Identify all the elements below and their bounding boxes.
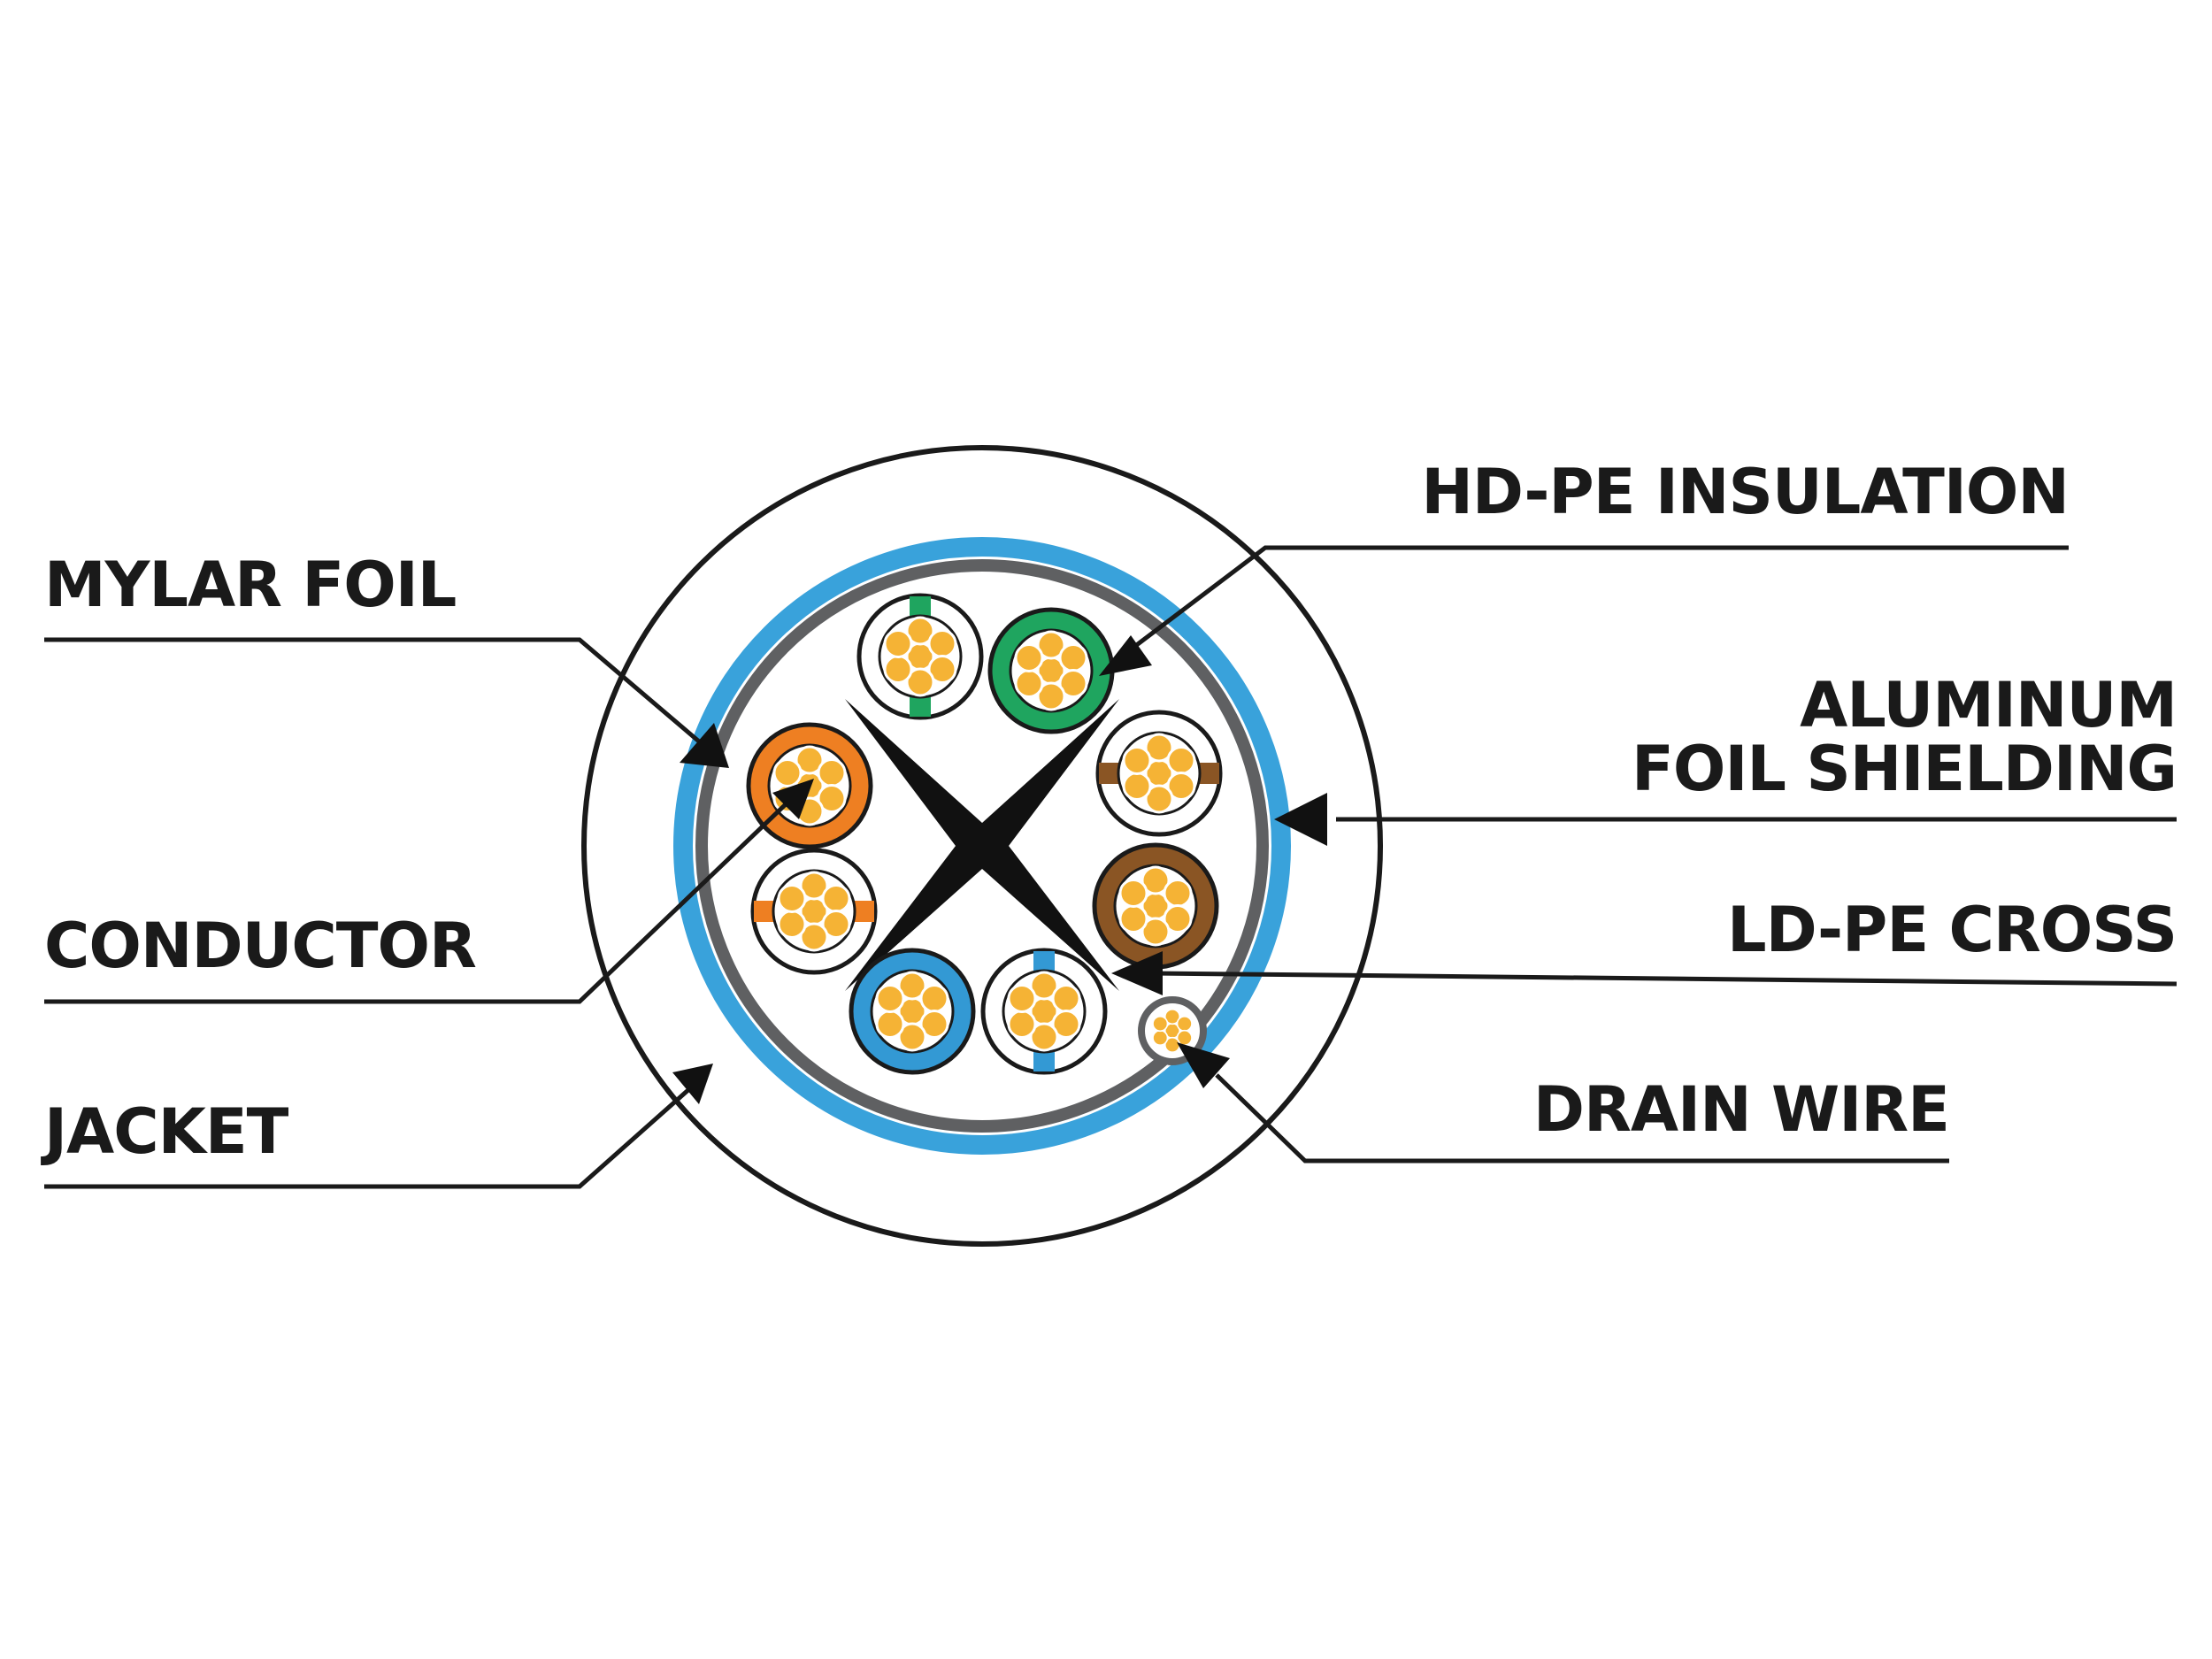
drain-wire-arrowhead <box>1177 1042 1230 1088</box>
white-orange-wire <box>750 848 878 975</box>
aluminum-foil-label-line2: FOIL SHIELDING <box>1632 733 2177 805</box>
brown-wire <box>1092 842 1219 970</box>
ldpe-cross <box>845 699 1119 991</box>
white-green-wire <box>856 593 984 720</box>
green-wire <box>987 607 1115 734</box>
blue-wire <box>849 948 976 1075</box>
conductor-label: CONDUCTOR <box>44 910 477 982</box>
ldpe-cross-label: LD-PE CROSS <box>1726 894 2177 966</box>
drain-wire-label: DRAIN WIRE <box>1532 1073 1950 1146</box>
white-blue-wire <box>980 948 1108 1075</box>
hdpe-insulation-arrowhead <box>1099 635 1152 676</box>
aluminum-foil-label-line1: ALUMINUM <box>1800 669 2177 741</box>
hdpe-insulation-leader <box>1122 545 2069 657</box>
mylar-foil-arrowhead <box>680 723 729 768</box>
aluminum-foil-arrowhead <box>1274 793 1327 846</box>
drain-wire-leader <box>1215 1073 1949 1164</box>
ldpe-cross-arrowhead <box>1111 951 1163 995</box>
jacket-leader <box>44 1087 692 1189</box>
mylar-foil-leader <box>44 637 701 743</box>
mylar-foil-label: MYLAR FOIL <box>44 549 457 621</box>
conductor-leader <box>44 801 789 1004</box>
jacket-label: JACKET <box>44 1095 288 1168</box>
hdpe-insulation-label: HD-PE INSULATION <box>1421 456 2070 528</box>
ldpe-cross-leader <box>1151 971 2177 987</box>
jacket-arrowhead <box>672 1064 713 1104</box>
conductor-arrowhead <box>772 779 814 819</box>
white-brown-wire <box>1095 710 1223 837</box>
